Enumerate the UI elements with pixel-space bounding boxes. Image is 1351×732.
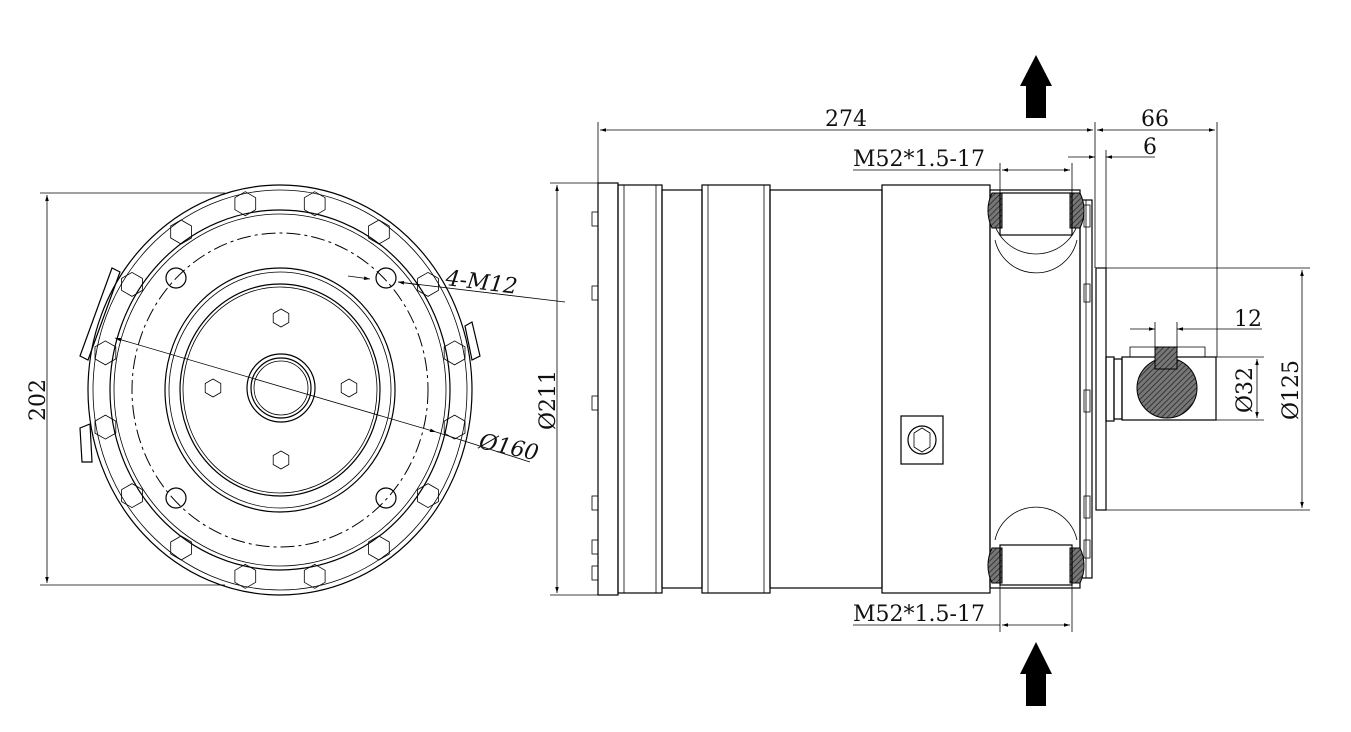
hex-bolt-icon (417, 271, 439, 297)
hex-bolt-icon (272, 450, 290, 470)
hex-bolt-icon (234, 191, 257, 217)
body-diameter-label: Ø211 (536, 370, 561, 430)
pitch-diameter-label: Ø160 (476, 429, 541, 466)
height-dim-label: 202 (26, 379, 51, 421)
shaft-length-label: 66 (1141, 107, 1169, 132)
flange-bolts (591, 204, 1091, 581)
bolt-holes (165, 267, 397, 509)
flow-out-arrow-icon (1020, 55, 1052, 118)
pilot-diameter-label: Ø125 (1279, 360, 1304, 420)
key-section (1154, 346, 1178, 370)
hex-bolt-icon (121, 483, 143, 509)
drain-plug (900, 415, 944, 465)
hex-bolts (94, 191, 466, 589)
flange-thickness-label: 6 (1143, 135, 1157, 160)
port-bottom-label: M52*1.5-17 (853, 602, 985, 627)
port-top (987, 192, 1085, 274)
hex-bolt-icon (121, 271, 143, 297)
hex-bolt-icon (234, 563, 257, 589)
hex-bolt-icon (170, 535, 192, 561)
flow-in-arrow-icon (1020, 642, 1052, 706)
hex-bolt-icon (303, 191, 326, 217)
hex-bolt-icon (272, 308, 290, 328)
hex-bolt-icon (368, 535, 390, 561)
bolt-callout-label: 4-M12 (443, 266, 518, 300)
hex-bolt-icon (170, 219, 192, 245)
hex-bolt-icon (204, 378, 222, 398)
front-view: 202 4-M12 Ø160 (26, 184, 566, 596)
side-view: Ø211 274 66 6 M52*1.5-17 M52*1.5-17 12 (536, 55, 1310, 706)
port-bottom (987, 506, 1085, 586)
hex-bolt-icon (443, 414, 466, 440)
hex-bolt-icon (340, 378, 358, 398)
hex-bolt-icon (368, 219, 390, 245)
hex-bolt-icon (417, 483, 439, 509)
hex-bolt-icon (443, 340, 466, 366)
port-top-label: M52*1.5-17 (853, 147, 985, 172)
overall-length-label: 274 (825, 107, 867, 132)
key-width-label: 12 (1234, 307, 1262, 332)
hex-bolt-icon (303, 563, 326, 589)
shaft-diameter-label: Ø32 (1233, 367, 1258, 413)
